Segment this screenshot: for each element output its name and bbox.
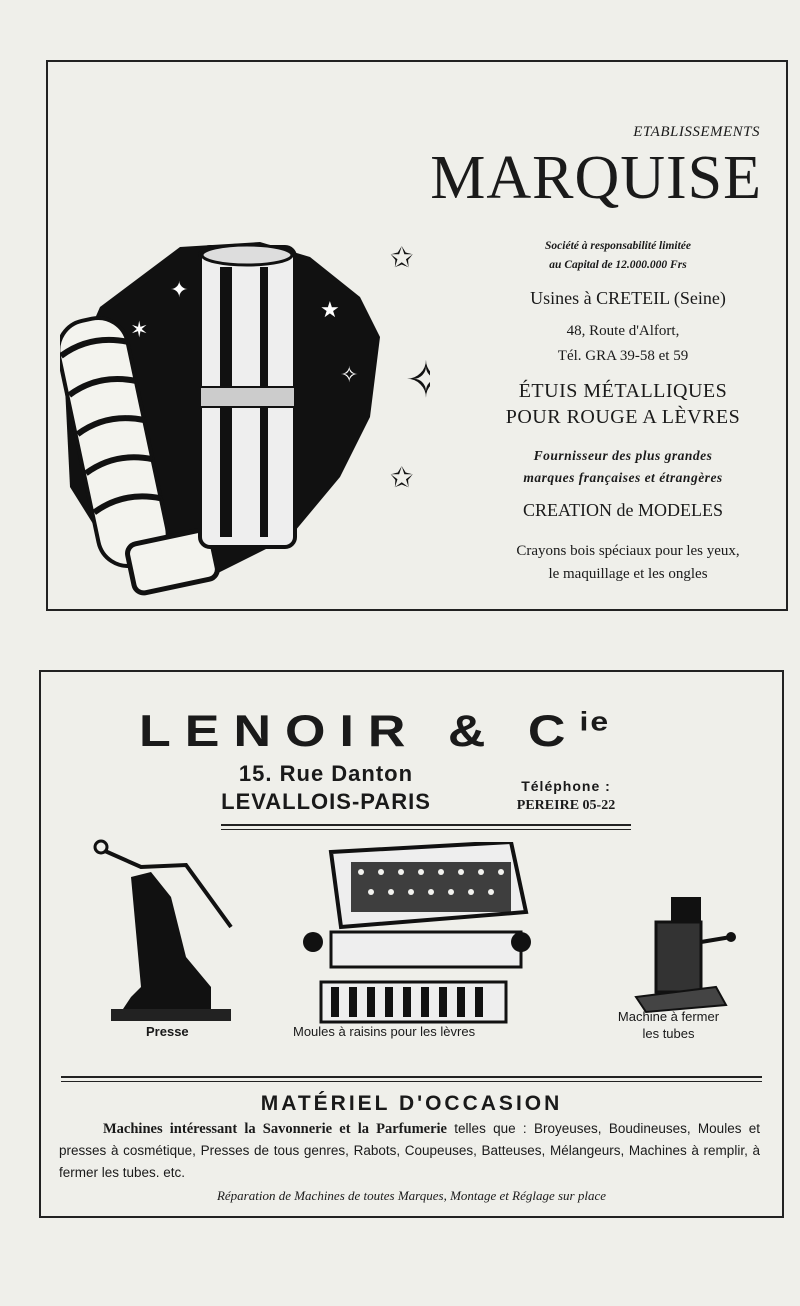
- crayons-line-1: Crayons bois spéciaux pour les yeux,: [516, 543, 740, 559]
- phone-number: PEREIRE 05-22: [516, 798, 616, 813]
- factory: Usines à CRETEIL (Seine): [530, 288, 726, 308]
- phone-label: Téléphone :: [521, 778, 611, 794]
- caption-closer-line-1: Machine à fermer: [617, 1009, 720, 1024]
- lipstick-tube-icon: [198, 243, 297, 549]
- lenoir-advertisement: LENOIR & Cie 15. Rue Danton LEVALLOIS-PA…: [39, 670, 784, 1218]
- tube-closing-machine-illustration: [634, 897, 736, 1014]
- company-name: MARQUISE: [430, 144, 762, 212]
- capital: au Capital de 12.000.000 Frs: [549, 259, 687, 271]
- supplier-line-2: marques françaises et étrangères: [523, 470, 723, 485]
- star-icons: ✦ ★ ✧ ✶: [130, 277, 358, 387]
- outer-star-icons: ✩✩★✧✩: [390, 243, 430, 494]
- product-line-2: POUR ROUGE A LÈVRES: [505, 406, 741, 428]
- marquise-advertisement: ✦★✧✶ ✩✩★✧✩ ETABLISSEMENTS MARQUISE Socié…: [46, 60, 788, 611]
- svg-text:✩: ✩: [390, 243, 413, 274]
- divider: [221, 824, 631, 830]
- svg-text:✦: ✦: [170, 277, 188, 302]
- lip-mould-illustration: [303, 842, 531, 1024]
- legal-form: Société à responsabilité limitée: [545, 240, 691, 252]
- repair-line: Réparation de Machines de toutes Marques…: [216, 1188, 607, 1203]
- svg-text:✶: ✶: [130, 317, 148, 342]
- press-illustration: [93, 839, 233, 1021]
- divider: [61, 1081, 762, 1082]
- used-equipment-text: Machines intéressant la Savonnerie et la…: [59, 1121, 761, 1180]
- svg-text:✧: ✧: [405, 352, 430, 408]
- phone: Tél. GRA 39-58 et 59: [557, 348, 689, 364]
- svg-text:★: ★: [320, 297, 340, 322]
- street: 15. Rue Danton: [238, 761, 414, 786]
- product-line-1: ÉTUIS MÉTALLIQUES: [518, 380, 728, 402]
- city: LEVALLOIS-PARIS: [221, 789, 431, 814]
- supplier-line-1: Fournisseur des plus grandes: [533, 448, 713, 463]
- caption-press: Presse: [146, 1024, 189, 1039]
- svg-text:✩: ✩: [390, 463, 413, 494]
- address: 48, Route d'Alfort,: [566, 323, 680, 339]
- company-name: LENOIR & Cie: [139, 705, 611, 757]
- caption-closer-line-2: les tubes: [642, 1026, 695, 1041]
- crayons-line-2: le maquillage et les ongles: [548, 566, 708, 582]
- used-equipment-title: MATÉRIEL D'OCCASION: [260, 1092, 563, 1115]
- creation: CREATION de MODELES: [523, 500, 723, 520]
- svg-text:✧: ✧: [340, 362, 358, 387]
- lipstick-illustration: ✦★✧✶ ✩✩★✧✩: [60, 242, 430, 596]
- ribbed-lipstick-case-icon: [60, 316, 220, 596]
- kicker: ETABLISSEMENTS: [633, 124, 760, 140]
- caption-moulds: Moules à raisins pour les lèvres: [293, 1024, 476, 1039]
- divider: [61, 1076, 762, 1078]
